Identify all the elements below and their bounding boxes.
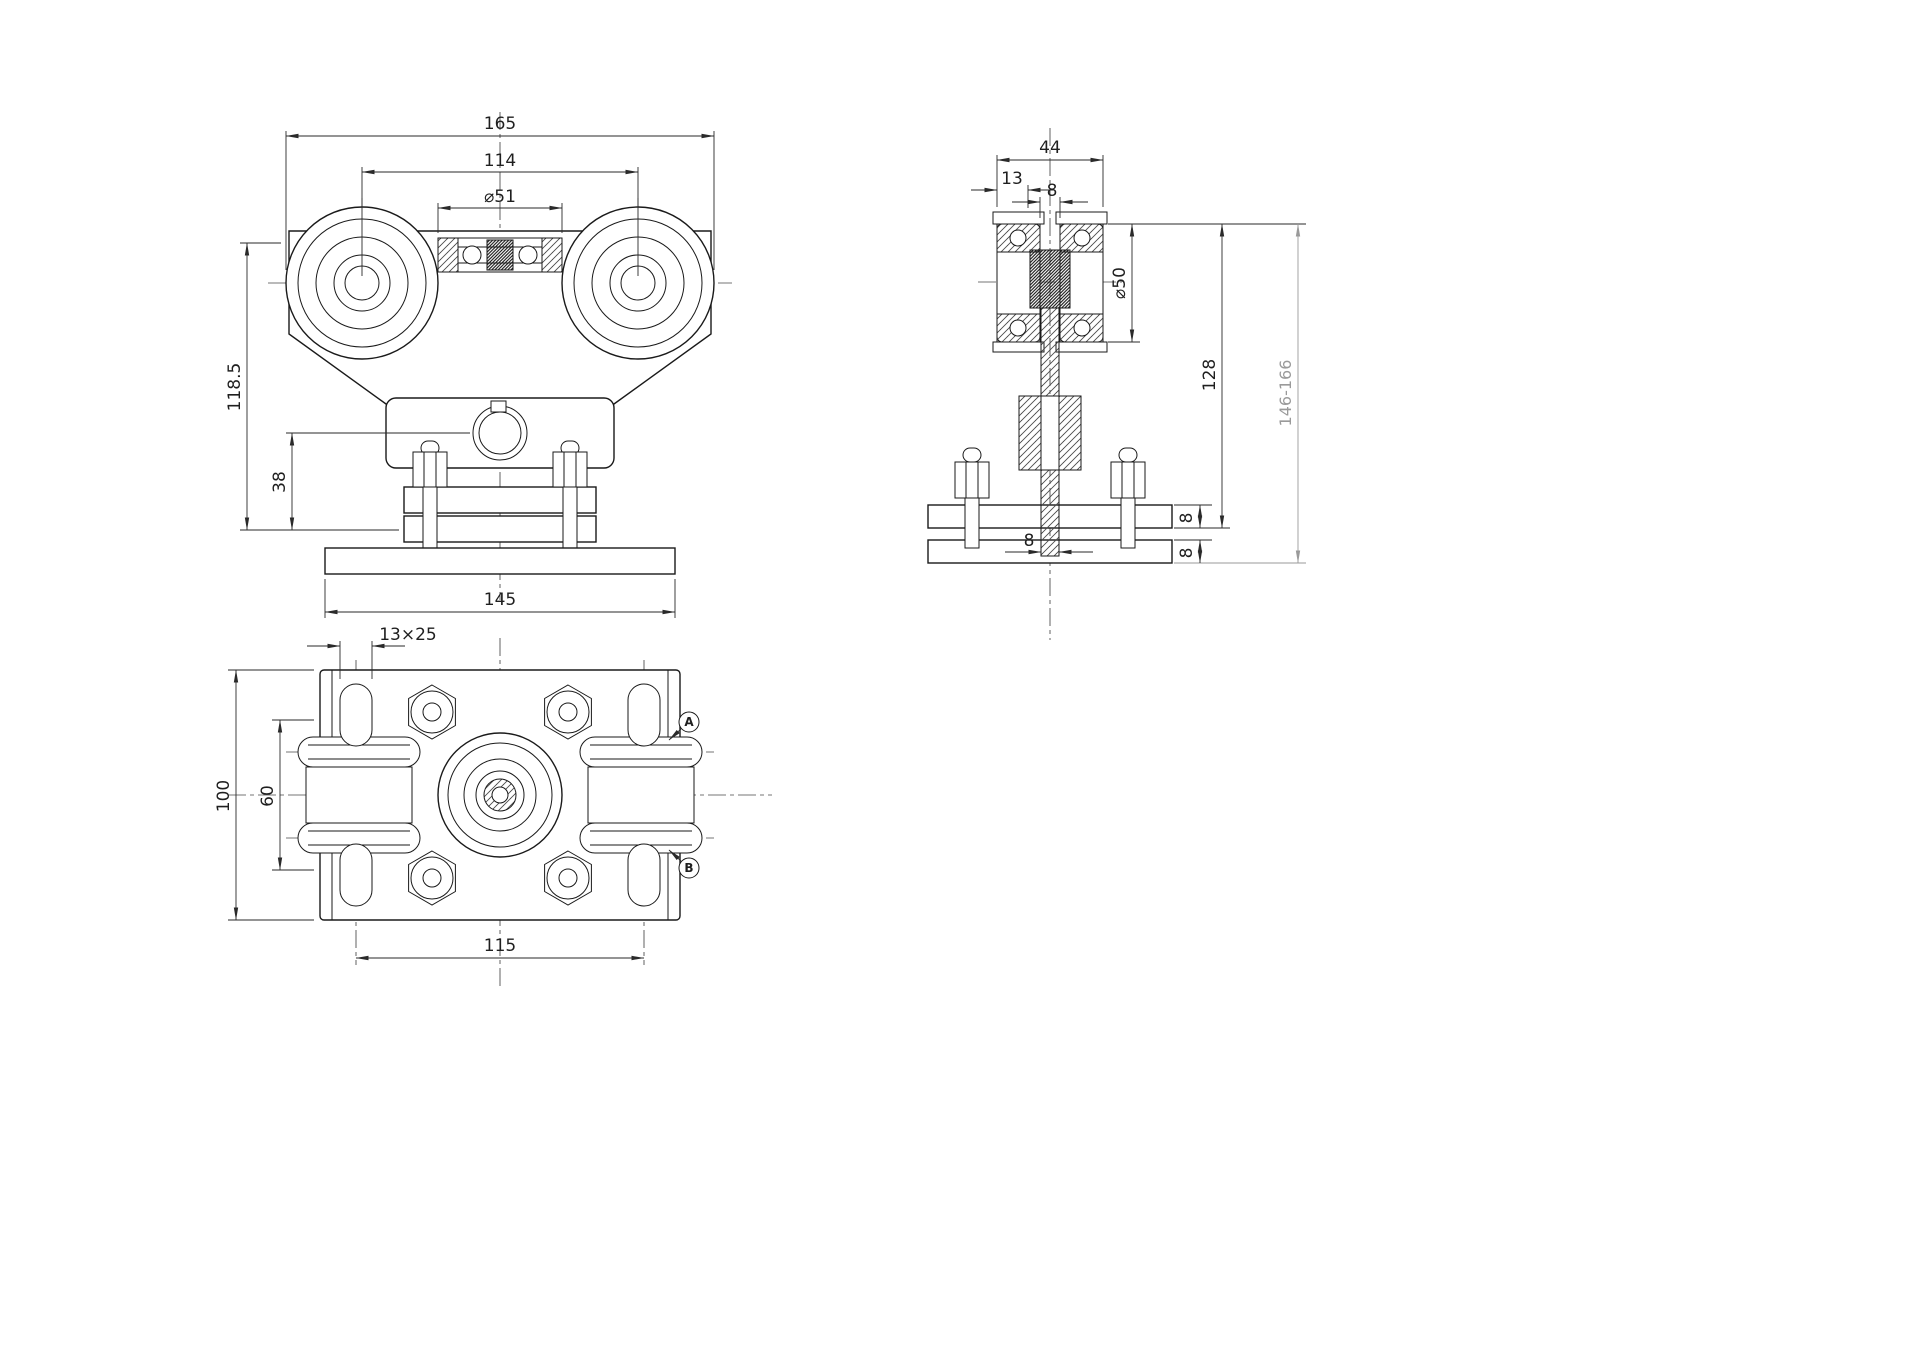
- bearing-assembly: [437, 237, 563, 273]
- dim-height: 128: [1200, 359, 1220, 391]
- datum-b-label: B: [684, 861, 693, 875]
- dim-upper-plate-thk: 8: [1177, 513, 1197, 524]
- center-shaft-upper: [1040, 307, 1060, 397]
- side-view: 44 13 8 ⌀50 128 146-166: [927, 128, 1306, 640]
- dim-inner-span: 60: [258, 785, 278, 807]
- mounting-slots: [339, 683, 661, 907]
- dim-bearing-dia: ⌀51: [484, 187, 516, 207]
- shaft-bore: [472, 400, 528, 461]
- dim-overall-width: 165: [484, 114, 516, 134]
- dim-rail-gap: 8: [1047, 181, 1058, 201]
- dim-shaft-to-plate: 38: [270, 471, 290, 493]
- side-bolt-right: [1110, 447, 1146, 549]
- dim-shaft-width: 8: [1024, 531, 1035, 551]
- bolt-left: [412, 440, 448, 549]
- side-bolt-left: [954, 447, 990, 549]
- dim-total-height: 118.5: [225, 363, 245, 412]
- plan-roller-left: [297, 736, 421, 854]
- dim-roller-dia: ⌀50: [1110, 267, 1130, 299]
- central-boss: [437, 732, 563, 858]
- plan-roller-right: [579, 736, 703, 854]
- base-plate: [324, 547, 676, 575]
- wheel-right: [561, 206, 715, 360]
- roller-left-section: [992, 211, 1045, 353]
- datum-a: A: [668, 711, 700, 741]
- dim-wheel-centers: 114: [484, 151, 516, 171]
- dim-slot-centers: 115: [484, 936, 516, 956]
- dim-roller-span: 44: [1039, 138, 1061, 158]
- plan-view: A B 13×25 100 60 115: [214, 625, 772, 988]
- dim-slot-size: 13×25: [379, 625, 437, 645]
- datum-b: B: [668, 849, 700, 879]
- shaft-housing: [1018, 395, 1082, 471]
- side-dimensions: 44 13 8 ⌀50 128 146-166: [971, 138, 1306, 564]
- dim-flange-width: 13: [1001, 169, 1023, 189]
- hex-nuts: [408, 684, 592, 906]
- dim-lower-plate-thk: 8: [1177, 548, 1197, 559]
- dim-adjust-range: 146-166: [1276, 360, 1295, 427]
- front-view: 165 114 ⌀51 118.5 38 145: [225, 112, 732, 618]
- dim-base-width: 145: [484, 590, 516, 610]
- plan-dimensions: 13×25 100 60 115: [214, 625, 645, 961]
- front-dimensions: 165 114 ⌀51 118.5 38 145: [225, 114, 715, 618]
- roller-right-section: [1055, 211, 1108, 353]
- center-shaft-lower: [1040, 469, 1060, 557]
- dim-plate-depth: 100: [214, 780, 234, 812]
- datum-a-label: A: [684, 715, 694, 729]
- rail-block: [1029, 249, 1071, 309]
- bolt-right: [552, 440, 588, 549]
